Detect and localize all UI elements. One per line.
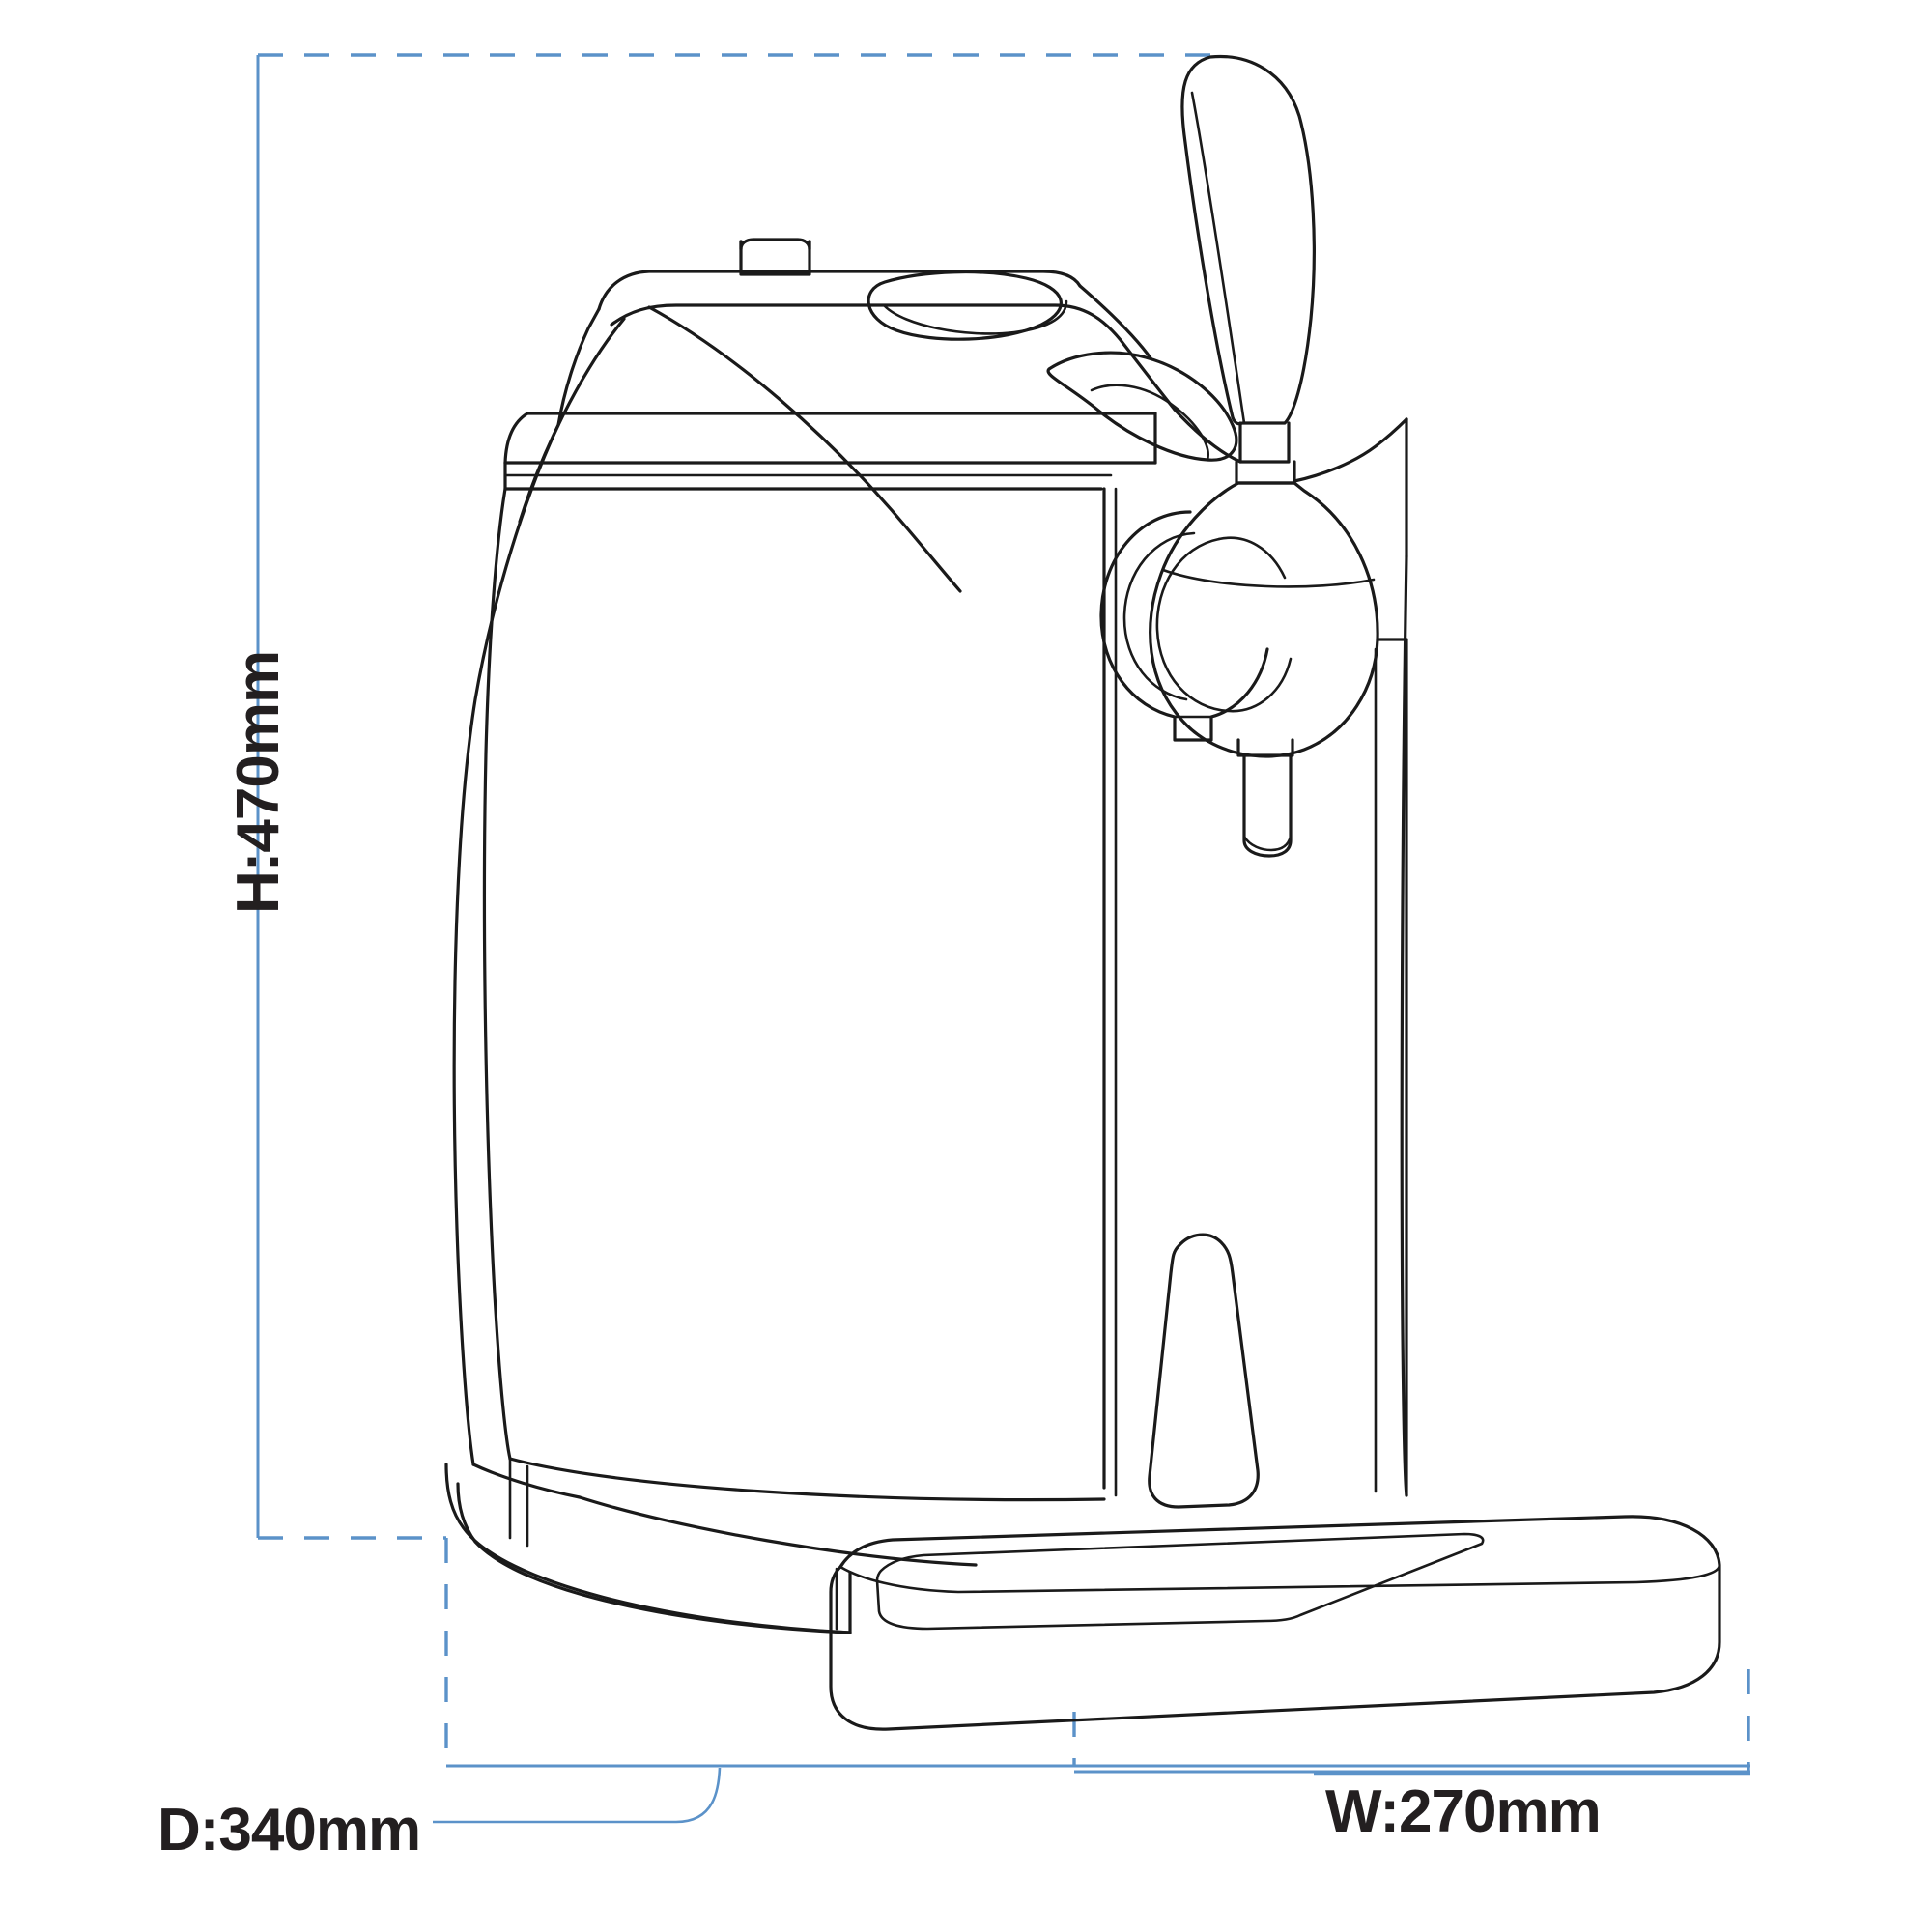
oval-dial — [867, 270, 1063, 341]
lid-assembly — [518, 238, 1408, 641]
carry-handle-recess — [1046, 351, 1238, 462]
depth-label-leader-line — [433, 1767, 722, 1824]
tap-body — [1149, 481, 1379, 758]
tap-collar-ring — [1099, 510, 1293, 742]
depth-dimension-label: D:340mm — [157, 1797, 421, 1863]
width-dimension-label: W:270mm — [1325, 1778, 1602, 1845]
product-outline — [444, 54, 1721, 1731]
base-skirt — [444, 1457, 978, 1634]
tap-handle — [1180, 54, 1316, 426]
dimension-lines — [256, 53, 1750, 1824]
main-body — [452, 412, 1408, 1509]
glass-rest-recess — [1148, 1233, 1260, 1509]
tap-spout — [1236, 738, 1294, 858]
tap-handle-neck — [1235, 421, 1296, 485]
vent-cap — [739, 238, 811, 251]
drip-tray — [829, 1515, 1721, 1731]
height-dimension-label: H:470mm — [225, 650, 292, 914]
